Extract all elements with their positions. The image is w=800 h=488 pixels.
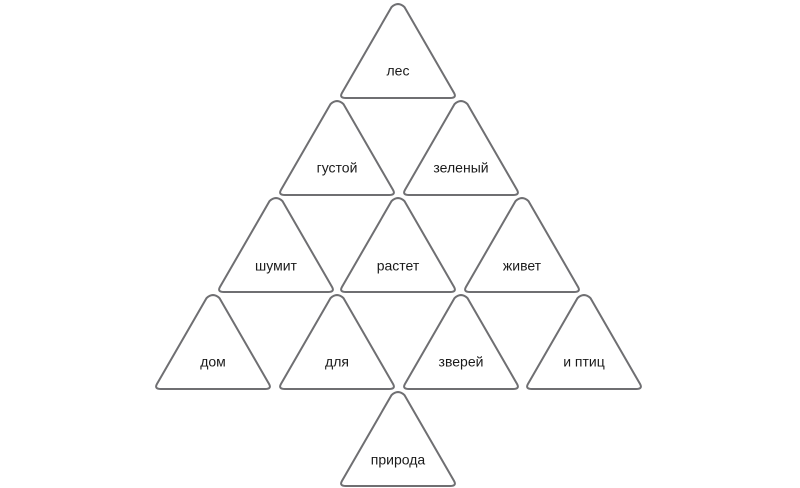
- tile-label: растет: [377, 258, 420, 274]
- triangle-tile-shape: [218, 197, 334, 293]
- tile-label: природа: [371, 452, 426, 468]
- tile-dlya[interactable]: для: [279, 294, 395, 390]
- tile-les[interactable]: лес: [340, 3, 456, 99]
- tile-label: зверей: [439, 354, 484, 370]
- triangle-tile-shape: [403, 100, 519, 196]
- tile-rastet[interactable]: растет: [340, 197, 456, 293]
- triangle-tile-shape: [340, 3, 456, 99]
- tile-label: живет: [503, 258, 542, 274]
- tile-i-ptits[interactable]: и птиц: [526, 294, 642, 390]
- tile-gustoy[interactable]: густой: [279, 100, 395, 196]
- triangle-tile-shape: [340, 197, 456, 293]
- tile-priroda[interactable]: природа: [340, 391, 456, 487]
- tile-zverey[interactable]: зверей: [403, 294, 519, 390]
- tile-label: густой: [317, 160, 358, 176]
- tile-label: лес: [387, 63, 410, 79]
- triangle-tile-shape: [340, 391, 456, 487]
- triangle-tile-shape: [279, 294, 395, 390]
- tile-dom[interactable]: дом: [155, 294, 271, 390]
- tile-shumit[interactable]: шумит: [218, 197, 334, 293]
- tile-zhivet[interactable]: живет: [464, 197, 580, 293]
- triangle-tile-shape: [526, 294, 642, 390]
- tile-label: и птиц: [563, 354, 605, 370]
- triangle-tile-shape: [279, 100, 395, 196]
- triangle-tile-shape: [403, 294, 519, 390]
- triangle-tile-shape: [155, 294, 271, 390]
- triangle-tile-shape: [464, 197, 580, 293]
- tile-label: дом: [200, 354, 226, 370]
- tile-label: шумит: [255, 258, 298, 274]
- tile-zeleny[interactable]: зеленый: [403, 100, 519, 196]
- tile-label: для: [325, 354, 349, 370]
- tile-label: зеленый: [433, 160, 488, 176]
